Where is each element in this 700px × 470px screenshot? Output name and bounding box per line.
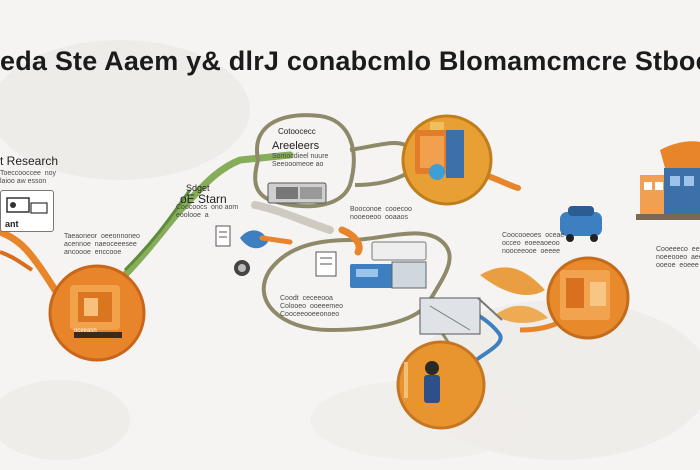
research-box-label: ant	[5, 219, 19, 229]
mid-note: Booconoe cooecoo nooeoeoo ooaaos	[350, 206, 412, 221]
page-title: eda Ste Aaem y& dlrJ conabcmlo Blomamcmc…	[0, 46, 700, 76]
stage-subtitle: Areeleers	[272, 140, 320, 152]
far-right-note: Cooeeeco eeo noeeooeo aee ooeoe eoeee	[656, 246, 700, 269]
research-subtext: Toeccooccee noy laioo aw esson	[0, 170, 57, 185]
monitor-icon	[6, 197, 48, 214]
left-note: Taeaoneor oeeonnoneo acennoe naeoceeesee…	[64, 233, 140, 256]
stage-title: Cotoocecc	[278, 127, 316, 136]
start-label: oE Starn	[180, 192, 227, 206]
start-note: Coocoocs ono aom eoolooe a	[176, 204, 239, 219]
left-circle-label: oceeasn	[74, 328, 97, 334]
stage-subtext: Somocdieel nuure Seeooomeoe ao	[272, 153, 329, 168]
right-note: Coocooeoes oceae occeo eoeeaoeoo nooceeo…	[502, 232, 565, 255]
start-pre-label: Sdget	[186, 183, 210, 193]
bottom-note: Coodt ceceeooa Colooeo ooeeemeo Cooceeoo…	[280, 295, 344, 318]
research-box: ant	[0, 190, 54, 232]
research-label: t Research	[0, 154, 59, 168]
